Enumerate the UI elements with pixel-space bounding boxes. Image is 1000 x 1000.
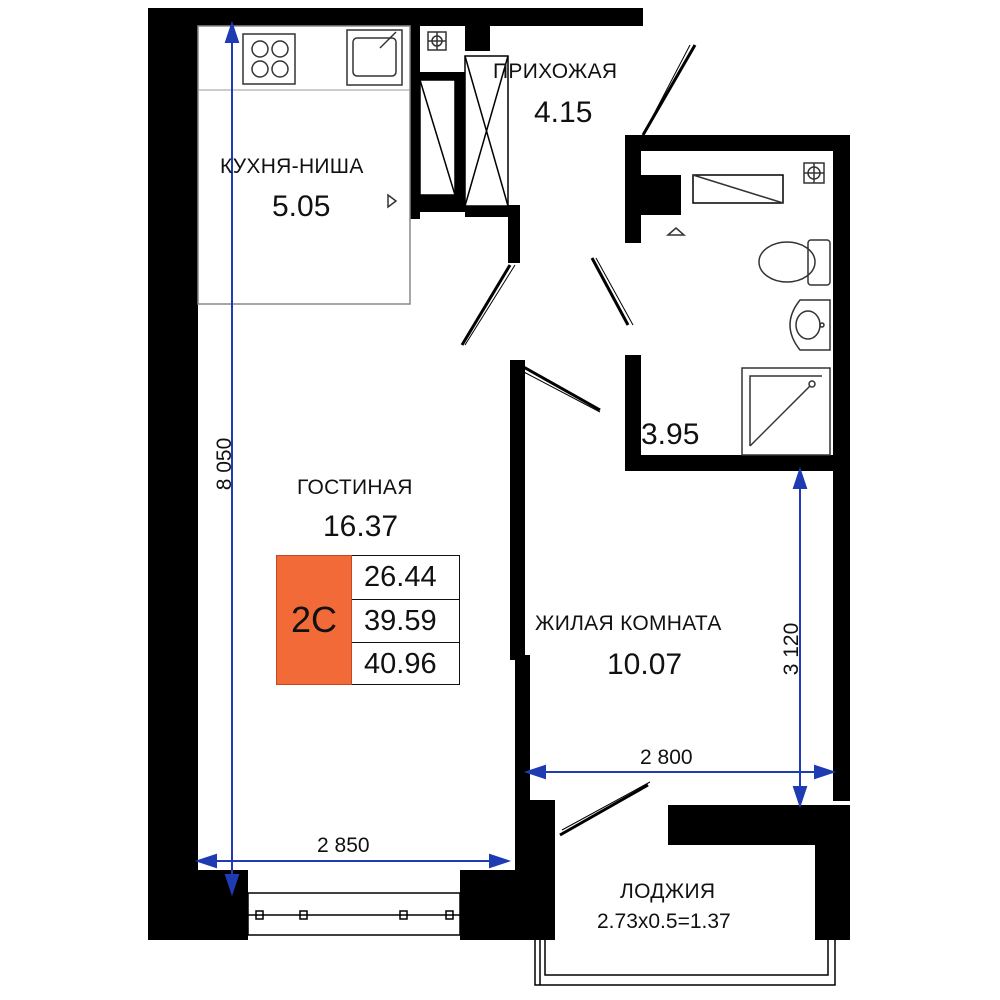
apartment-summary: 2С 26.44 39.59 40.96 bbox=[276, 555, 460, 685]
living-room-area: 16.37 bbox=[323, 510, 399, 543]
bathroom-fixtures bbox=[666, 174, 831, 456]
stove-icon bbox=[242, 33, 296, 85]
living-room-name: ГОСТИНАЯ bbox=[297, 476, 413, 499]
shower-icon bbox=[741, 367, 831, 456]
loggia-area: 2.73x0.5=1.37 bbox=[597, 910, 731, 933]
bedroom-width-dimension: 2 800 bbox=[640, 746, 693, 769]
toilet-icon bbox=[758, 239, 831, 286]
bathroom-area: 3.95 bbox=[641, 418, 700, 451]
windows bbox=[247, 860, 836, 986]
hall-area: 4.15 bbox=[534, 96, 593, 129]
dimension-lines bbox=[194, 20, 837, 897]
total-area-without-loggia: 39.59 bbox=[352, 599, 459, 642]
bedroom-name: ЖИЛАЯ КОМНАТА bbox=[535, 612, 722, 635]
closet bbox=[419, 55, 509, 207]
area-table: 26.44 39.59 40.96 bbox=[352, 555, 460, 685]
sink-icon bbox=[346, 29, 403, 86]
bedroom-height-dimension: 3 120 bbox=[780, 622, 803, 676]
kitchen-area: 5.05 bbox=[272, 190, 331, 223]
living-area-total: 26.44 bbox=[364, 561, 437, 593]
kitchen-niche bbox=[197, 25, 411, 305]
loggia-name: ЛОДЖИЯ bbox=[620, 880, 716, 903]
apartment-type-badge: 2С bbox=[276, 555, 352, 685]
kitchen-name: КУХНЯ-НИША bbox=[220, 155, 364, 178]
bedroom-area: 10.07 bbox=[607, 648, 683, 681]
ventilation-icon bbox=[427, 31, 825, 184]
hall-name: ПРИХОЖАЯ bbox=[493, 60, 618, 83]
washbasin-icon bbox=[789, 299, 831, 351]
living-height-dimension: 8 050 bbox=[213, 437, 236, 491]
doors bbox=[460, 44, 697, 837]
total-area-with-loggia: 40.96 bbox=[352, 642, 459, 685]
living-width-dimension: 2 850 bbox=[317, 834, 370, 857]
